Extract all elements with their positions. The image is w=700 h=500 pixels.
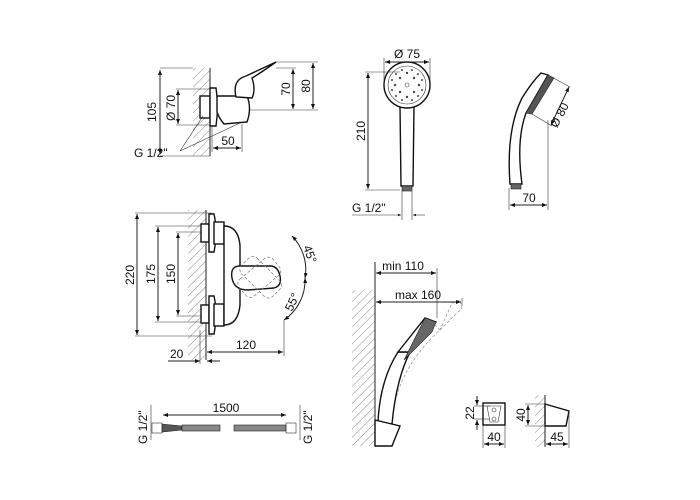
hose-length: 1500: [213, 401, 240, 415]
lever: [230, 265, 282, 291]
connector-top: [200, 223, 210, 243]
dim-70: 70: [279, 82, 293, 96]
holder-side-width: 45: [550, 430, 564, 444]
dim-150: 150: [164, 264, 178, 284]
holder-front: [482, 402, 506, 426]
dim-20: 20: [170, 347, 184, 361]
thread-right: G 1/2": [301, 410, 315, 444]
holder: [374, 419, 401, 447]
holder-side-height: 40: [514, 408, 528, 422]
angle-45: 45°: [300, 243, 319, 265]
holder-view: 22 40 40 45: [463, 395, 570, 448]
dim-105: 105: [145, 102, 159, 122]
handshower: [377, 351, 412, 425]
thread-label: G 1/2": [352, 201, 386, 215]
holder-front-height: 22: [463, 406, 477, 420]
angle-55: 55°: [282, 291, 302, 314]
dim-phi70: Ø 70: [164, 95, 178, 121]
dim-210: 210: [354, 121, 368, 141]
thread-connector: [199, 95, 211, 119]
connector-bottom: [200, 304, 210, 324]
mixer-top-view: 105 Ø 70 70 80 50 G 1/2": [134, 61, 318, 160]
dim-phi75: Ø 75: [394, 47, 420, 61]
wall-hatch: [352, 290, 375, 446]
dim-max-160: max 160: [395, 288, 441, 302]
thread-label: G 1/2": [134, 146, 168, 160]
lever: [234, 61, 277, 99]
dim-175: 175: [144, 264, 158, 284]
shower-head: [383, 61, 431, 109]
mixer-front-view: 45° 55° 220 175 150 120 20: [123, 210, 320, 364]
dim-70: 70: [522, 191, 536, 205]
holder-side: [544, 403, 570, 427]
wall-mount-view: min 110 max 160: [352, 259, 463, 447]
dim-50: 50: [221, 134, 235, 148]
handshower-side: [508, 72, 550, 185]
dim-120: 120: [236, 338, 256, 352]
handle: [399, 105, 415, 187]
hose-left: [181, 424, 221, 432]
dim-phi80: Ø 80: [547, 100, 572, 130]
mixer-body: [216, 95, 251, 125]
dim-80: 80: [299, 79, 313, 93]
handshower-front-view: Ø 75 210 G 1/2": [352, 47, 431, 220]
holder-front-width: 40: [487, 430, 501, 444]
thread-left: G 1/2": [136, 410, 150, 444]
dim-220: 220: [123, 265, 137, 285]
hose-right: [233, 424, 287, 432]
handshower-side-view: Ø 80 70: [508, 72, 572, 210]
hose-view: 1500 G 1/2" G 1/2": [136, 401, 315, 444]
dim-min-110: min 110: [382, 259, 424, 273]
